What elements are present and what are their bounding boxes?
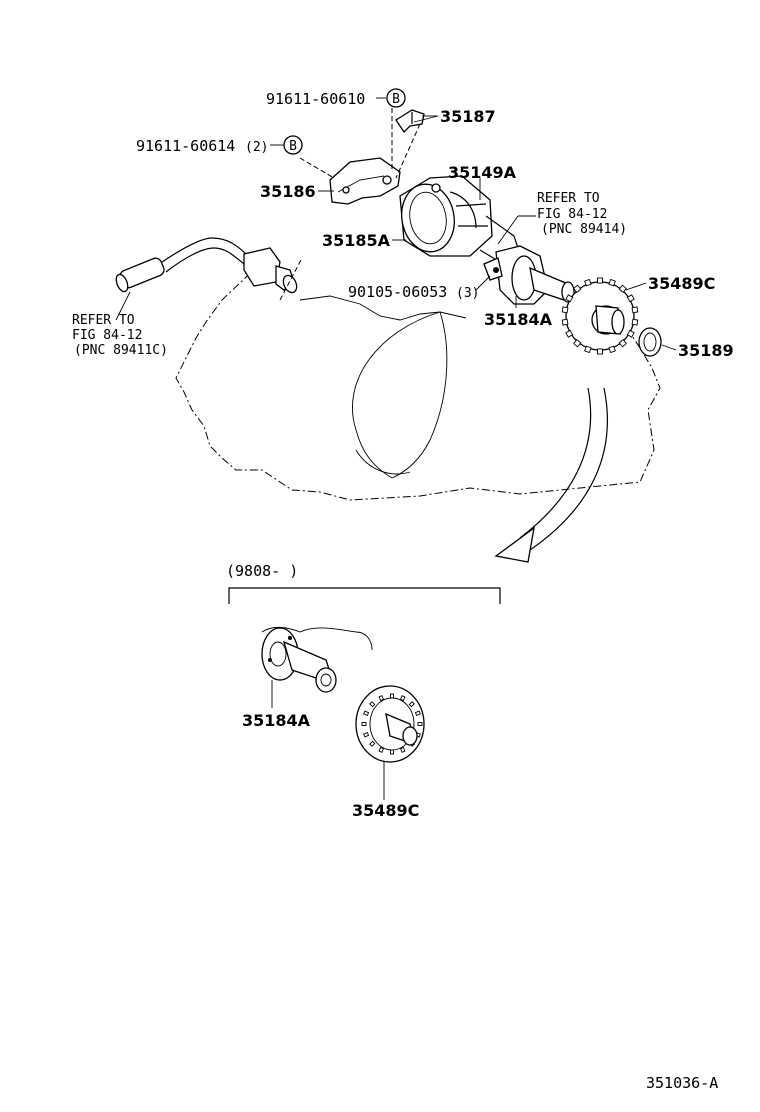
clip-35187 bbox=[395, 109, 425, 134]
bracket-35186 bbox=[299, 108, 421, 205]
svg-text:FIG 84-12: FIG 84-12 bbox=[537, 207, 607, 222]
gear-tooth bbox=[608, 278, 616, 287]
gear-tooth bbox=[390, 749, 394, 755]
label-35189: 35189 bbox=[678, 341, 734, 360]
gear-tooth bbox=[597, 348, 603, 355]
gear-tooth bbox=[597, 277, 603, 284]
cylinder-35149a bbox=[399, 175, 521, 263]
label-35185a: 35185A bbox=[322, 231, 391, 250]
label-35186: 35186 bbox=[260, 182, 316, 201]
hose-fitting bbox=[115, 237, 303, 321]
ring-35189 bbox=[638, 327, 662, 357]
gear-tooth bbox=[608, 345, 616, 354]
gear-tooth bbox=[573, 339, 582, 348]
gear-35489c bbox=[561, 277, 639, 355]
label-35489c: 35489C bbox=[648, 274, 715, 293]
gear-tooth bbox=[363, 710, 370, 717]
inset-date-range: (9808- ) bbox=[226, 562, 298, 580]
gear-tooth bbox=[618, 339, 627, 348]
gear-tooth bbox=[573, 284, 582, 293]
gear-tooth bbox=[417, 722, 423, 726]
marker-b-2: B bbox=[283, 135, 303, 155]
svg-text:REFER TO: REFER TO bbox=[72, 313, 135, 328]
gear-tooth bbox=[626, 329, 635, 338]
gear-tooth bbox=[414, 710, 421, 717]
label-35187: 35187 bbox=[440, 107, 496, 126]
label-91611-60614-qty: (2) bbox=[245, 140, 268, 155]
gear-tooth bbox=[565, 294, 574, 303]
gear-tooth bbox=[378, 746, 385, 753]
gear-tooth bbox=[561, 306, 569, 314]
gear-tooth bbox=[561, 318, 569, 326]
svg-text:B: B bbox=[289, 139, 297, 154]
label-91611-60610: 91611-60610 bbox=[266, 90, 365, 108]
gear-tooth bbox=[565, 329, 574, 338]
svg-text:REFER TO: REFER TO bbox=[537, 191, 600, 206]
label-35149a: 35149A bbox=[448, 163, 517, 182]
gear-tooth bbox=[399, 695, 406, 702]
transmission-case bbox=[175, 261, 661, 501]
label-91611-60614: 91611-60614 bbox=[136, 137, 235, 155]
gear-tooth bbox=[390, 693, 394, 699]
gear-tooth bbox=[378, 695, 385, 702]
svg-text:(PNC 89414): (PNC 89414) bbox=[541, 222, 627, 237]
inset-gear-35489c bbox=[355, 685, 425, 800]
gear-tooth bbox=[363, 731, 370, 738]
refer-note-89414: REFER TO FIG 84-12 (PNC 89414) bbox=[537, 191, 627, 237]
gear-tooth bbox=[618, 284, 627, 293]
gear-tooth bbox=[369, 740, 376, 747]
inset-shaft-35184a bbox=[261, 626, 373, 708]
label-90105-06053-qty: (3) bbox=[456, 286, 479, 301]
inset-label-35184a: 35184A bbox=[242, 711, 311, 730]
gear-tooth bbox=[626, 294, 635, 303]
gear-tooth bbox=[584, 345, 592, 354]
gear-tooth bbox=[631, 318, 639, 326]
gear-tooth bbox=[584, 278, 592, 287]
svg-text:(PNC 89411C): (PNC 89411C) bbox=[74, 343, 168, 358]
figure-id: 351036-A bbox=[646, 1074, 718, 1092]
refer-note-89411c: REFER TO FIG 84-12 (PNC 89411C) bbox=[72, 313, 168, 358]
gear-tooth bbox=[408, 701, 415, 708]
shaft-35184a bbox=[483, 245, 575, 305]
leader-lines bbox=[270, 97, 677, 351]
gear-tooth bbox=[631, 306, 639, 314]
arrow-to-inset bbox=[494, 387, 608, 563]
inset-bracket bbox=[228, 587, 501, 604]
gear-tooth bbox=[399, 746, 406, 753]
svg-text:B: B bbox=[392, 92, 400, 107]
svg-text:FIG 84-12: FIG 84-12 bbox=[72, 328, 142, 343]
gear-tooth bbox=[361, 722, 367, 726]
label-35184a: 35184A bbox=[484, 310, 553, 329]
inset-label-35489c: 35489C bbox=[352, 801, 419, 820]
label-90105-06053: 90105-06053 bbox=[348, 283, 447, 301]
marker-b-1: B bbox=[386, 88, 406, 108]
gear-tooth bbox=[369, 701, 376, 708]
